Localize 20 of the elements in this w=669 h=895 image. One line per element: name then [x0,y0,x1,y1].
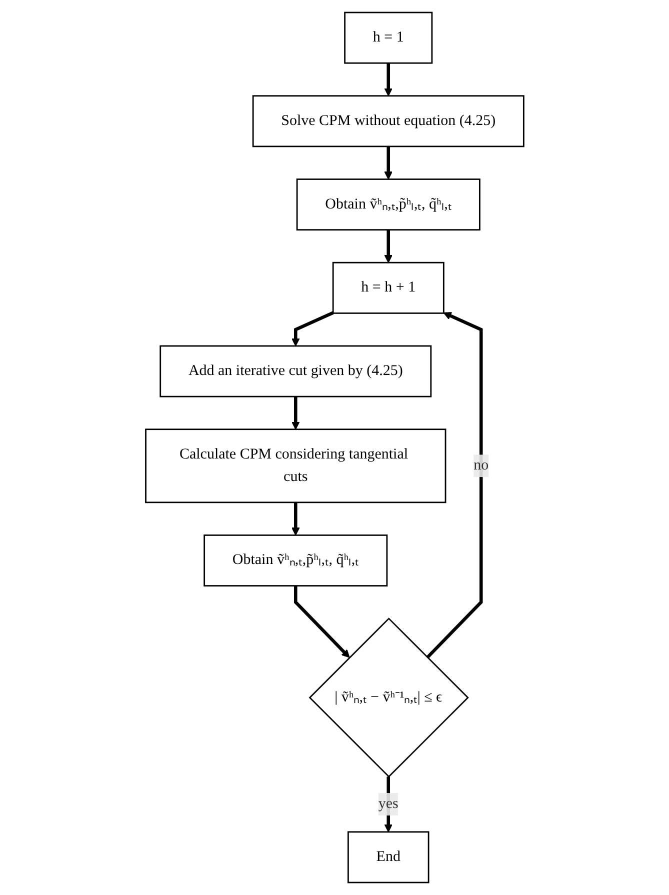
node-diamond: | ṽʰₙ,ₜ − ṽʰ⁻¹ₙ,ₜ| ≤ ϵ [308,618,469,778]
node-box: End [347,831,430,884]
arrow [291,396,300,430]
node-box: Obtain ṽʰₙ,ₜ,p̃ʰₗ,ₜ, q̃ʰₗ,ₜ [203,534,388,586]
arrow [294,586,350,658]
arrow [384,146,392,180]
node-box: h = 1 [344,12,432,64]
node-box: Add an iterative cut given by (4.25) [159,345,432,398]
arrow [291,311,334,346]
node-box: Calculate CPM considering tangential cuts [144,428,446,504]
arrow [384,63,392,96]
edge-label: no [473,457,488,474]
node-box: Solve CPM without equation (4.25) [252,95,524,148]
node-box: Obtain ṽʰₙ,ₜ,p̃ʰₗ,ₜ, q̃ʰₗ,ₜ [296,178,480,231]
edge-label: yes [378,796,398,812]
arrow [426,312,483,659]
node-box: h = h + 1 [332,262,444,314]
arrow [384,230,392,263]
arrow [384,776,392,832]
arrow [291,502,300,536]
